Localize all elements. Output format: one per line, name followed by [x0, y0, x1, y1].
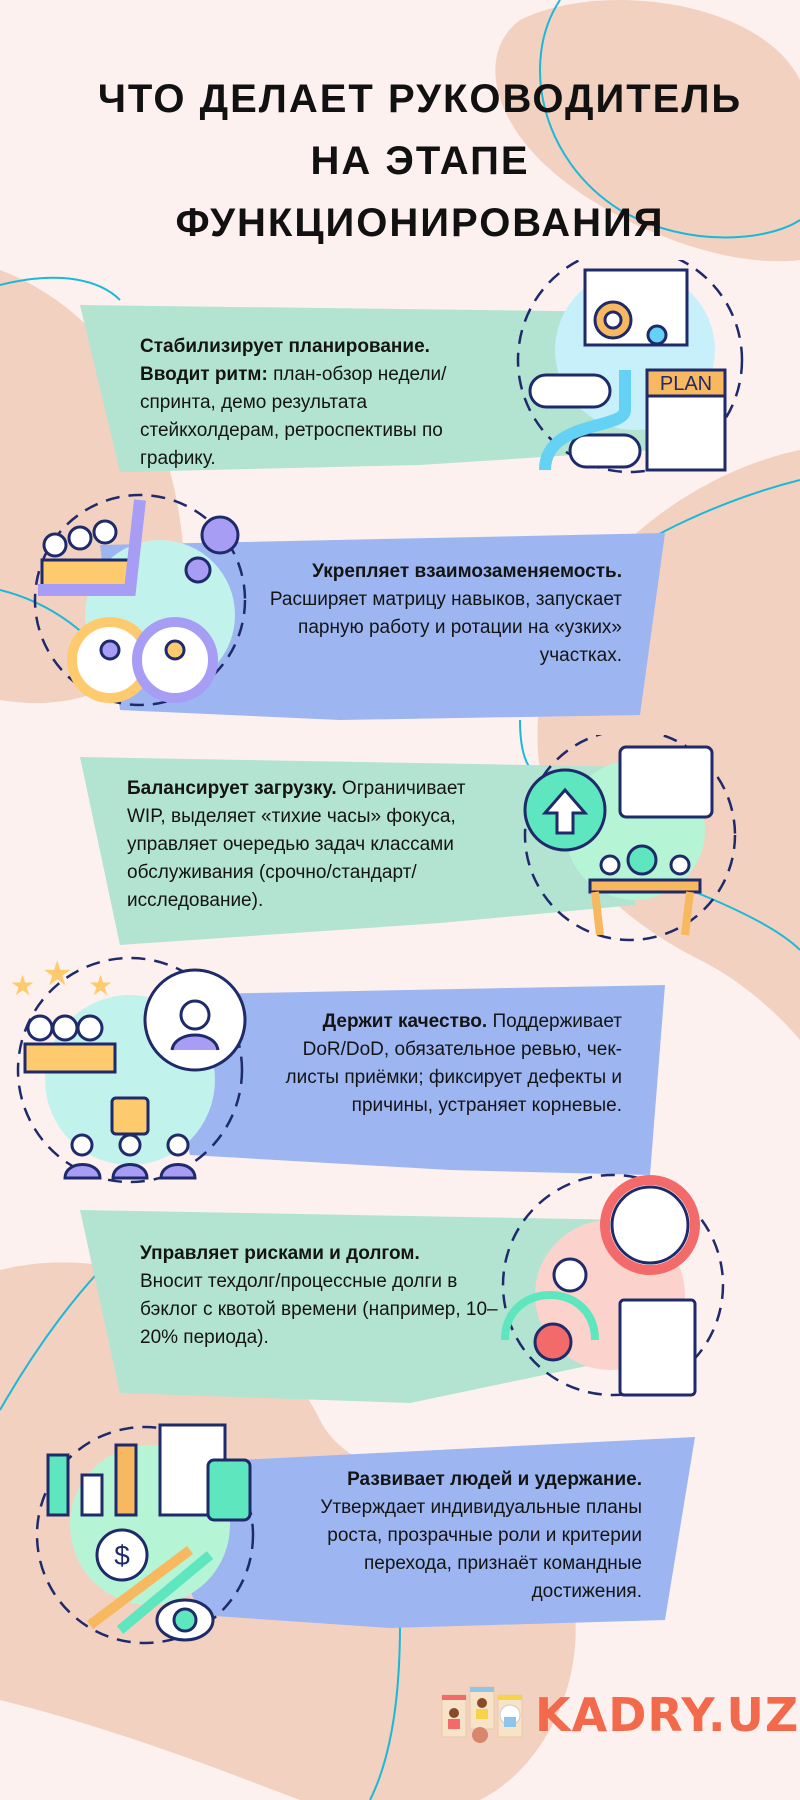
team-rotation-icon [33, 493, 247, 707]
panel-background-6 [140, 1437, 695, 1628]
item-text-3: Балансирует загрузку. Ограничивает WIP, … [127, 775, 497, 915]
item-text-2: Укрепляет взаимозаменяемость. Расширяет … [250, 558, 622, 670]
item-heading: Держит качество. [322, 1011, 488, 1032]
brand-logo[interactable]: KADRY.UZ [440, 1685, 799, 1745]
recruiting-cards-icon [441, 1686, 523, 1743]
title-line: ФУНКЦИОНИРОВАНИЯ [175, 201, 665, 245]
item-subheading: Вводит ритм: [140, 364, 268, 385]
item-body: Ограничивает WIP, выделяет «тихие часы» … [127, 778, 466, 911]
planning-icon: PLAN [516, 260, 744, 474]
panel-background-5 [80, 1210, 630, 1403]
svg-text:★: ★ [10, 970, 35, 1001]
title-line: НА ЭТАПЕ [310, 139, 530, 183]
svg-text:PLAN: PLAN [660, 373, 712, 395]
panel-background-4 [150, 985, 665, 1175]
item-heading: Укрепляет взаимозаменяемость. [312, 561, 622, 582]
svg-text:★: ★ [88, 970, 113, 1001]
item-body: план-обзор недели/ спринта, демо результ… [140, 364, 447, 469]
svg-text:$: $ [114, 1540, 130, 1571]
growth-finance-icon: $ [35, 1423, 255, 1645]
panel-background-3 [80, 757, 640, 945]
item-body: Поддерживает DoR/DoD, обязательное ревью… [285, 1011, 623, 1116]
panel-background-1 [80, 305, 650, 472]
panel-background-2 [100, 533, 665, 720]
item-text-5: Управляет рисками и долгом. Вносит техдо… [140, 1240, 500, 1352]
quality-team-icon: ★★★ [10, 955, 247, 1184]
item-heading: Развивает людей и удержание. [347, 1469, 642, 1490]
brand-name: KADRY.UZ [535, 1688, 800, 1742]
item-body: Расширяет матрицу навыков, запускает пар… [269, 589, 622, 666]
svg-text:★: ★ [42, 955, 72, 993]
item-heading: Управляет рисками и долгом. [140, 1243, 420, 1264]
item-text-1: Стабилизирует планирование. Вводит ритм:… [140, 333, 480, 473]
item-heading: Балансирует загрузку. [127, 778, 337, 799]
page-title: ЧТО ДЕЛАЕТ РУКОВОДИТЕЛЬ НА ЭТАПЕ ФУНКЦИО… [70, 68, 770, 254]
item-heading: Стабилизирует планирование. [140, 336, 430, 357]
title-line: ЧТО ДЕЛАЕТ РУКОВОДИТЕЛЬ [97, 77, 743, 121]
item-text-4: Держит качество. Поддерживает DoR/DoD, о… [272, 1008, 623, 1120]
risk-target-icon [501, 1173, 725, 1397]
item-body: Утверждает индивидуальные планы роста, п… [320, 1497, 642, 1602]
workload-gear-icon [523, 735, 737, 942]
item-body: Вносит техдолг/процессные долги в бэклог… [140, 1271, 498, 1348]
item-text-6: Развивает людей и удержание. Утверждает … [282, 1466, 642, 1606]
